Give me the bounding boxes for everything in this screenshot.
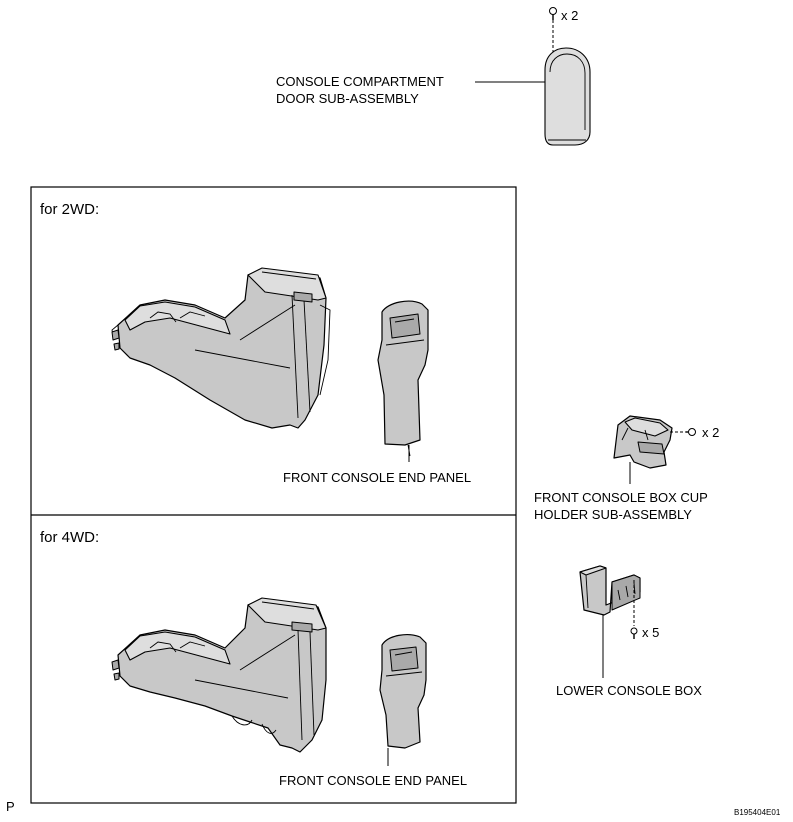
console-body-2wd [111, 267, 331, 429]
console-compartment-door: x 2 CONSOLE COMPARTMENT DOOR SUB-ASSEMBL… [276, 7, 591, 146]
console-body-4wd [111, 597, 327, 753]
cup-holder-label-line1: FRONT CONSOLE BOX CUP [534, 490, 708, 505]
variant-frame [30, 186, 517, 804]
compartment-door-label-line1: CONSOLE COMPARTMENT [276, 74, 444, 89]
lower-console-box [579, 565, 641, 616]
end-panel-4wd-label: FRONT CONSOLE END PANEL [279, 773, 467, 788]
compartment-door-label-line2: DOOR SUB-ASSEMBLY [276, 91, 419, 106]
clip-icon [686, 428, 696, 436]
cup-holder-sub-assembly [613, 415, 673, 469]
screw-icon [549, 7, 557, 20]
corner-mark: P [6, 799, 15, 814]
cup-holder-label-line2: HOLDER SUB-ASSEMBLY [534, 507, 692, 522]
end-panel-2wd-label: FRONT CONSOLE END PANEL [283, 470, 471, 485]
screw-icon [630, 627, 638, 639]
lower-box-qty: x 5 [642, 625, 659, 640]
variant-4wd-heading: for 4WD: [40, 529, 99, 546]
variant-2wd-heading: for 2WD: [40, 201, 99, 218]
figure-code: B195404E01 [734, 808, 781, 817]
lower-box-label: LOWER CONSOLE BOX [556, 683, 702, 698]
cup-holder-qty: x 2 [702, 425, 719, 440]
compartment-door-qty: x 2 [561, 8, 578, 23]
end-panel-4wd [379, 634, 427, 749]
end-panel-2wd [377, 300, 429, 457]
